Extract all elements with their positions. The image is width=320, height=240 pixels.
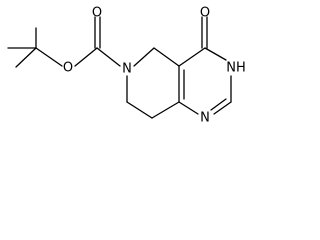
bond-c8-to-c7 [126,101,153,119]
bond-c2-n1-double-outer [213,101,232,115]
bond-n-to-c5 [133,47,155,67]
bond-ester-o-to-carbonyl-c [74,47,98,67]
lactam-oxygen-label: O [200,6,210,21]
bond-n1-to-c8a [178,101,199,115]
ester-oxygen-label: O [63,61,73,76]
bond-tbu-methyl-bottom [15,47,37,68]
amide-nitrogen-label: NH [226,61,246,76]
bond-lines [7,16,232,119]
bond-c5-to-c4a [153,47,180,67]
bond-c4a-to-c4 [178,47,206,67]
pyrimidine-nitrogen-label: N [200,111,210,126]
bond-tbu-to-ester-o [35,47,63,67]
carbonyl-oxygen-label: O [92,6,102,21]
bond-c2-n1-double-inner [210,98,227,111]
bond-c4-to-n3 [204,47,227,61]
ring-nitrogen-label: N [122,62,132,77]
bond-c8a-to-c8 [151,101,180,119]
bond-carbonyl-c-to-n [96,47,121,67]
chemical-structure: O O N O NH N [7,6,246,126]
atom-labels: O O N O NH N [63,6,246,126]
